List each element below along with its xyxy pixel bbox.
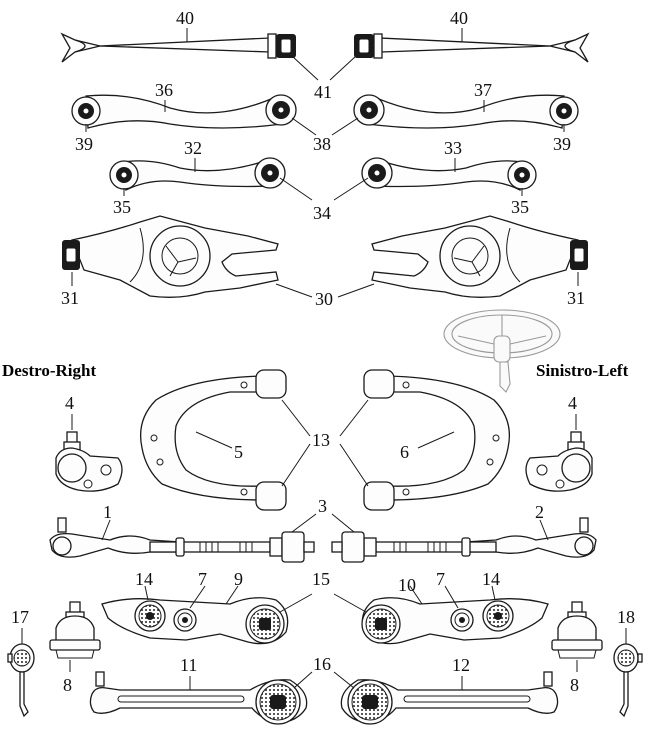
leader-38-b (331, 117, 359, 136)
label-7-left: 7 (198, 569, 207, 589)
leader-5 (195, 431, 233, 449)
label-11: 11 (180, 655, 197, 675)
arm-10 (361, 597, 549, 645)
arm-12 (340, 671, 559, 725)
label-7-right: 7 (436, 569, 445, 589)
leader-6 (417, 431, 455, 449)
leader-15 (279, 593, 367, 613)
label-36: 36 (155, 80, 173, 100)
link-32 (109, 157, 286, 192)
label-15: 15 (312, 569, 330, 589)
ball-joint-4-left (55, 431, 123, 492)
label-9: 9 (234, 569, 243, 589)
leader-38 (291, 117, 317, 136)
label-13: 13 (312, 430, 330, 450)
label-34: 34 (313, 203, 331, 223)
label-5: 5 (234, 442, 243, 462)
label-39-left: 39 (75, 134, 93, 154)
leader-16 (293, 671, 355, 689)
lower-arm-30-left (62, 215, 279, 298)
stabilizer-link-18 (613, 643, 643, 718)
steering-wheel-icon (443, 309, 561, 393)
label-4-left: 4 (65, 393, 74, 413)
leaders-arms (144, 585, 496, 609)
label-destro-right: Destro-Right (2, 361, 96, 380)
link-40-right (354, 32, 590, 63)
tie-rod-1 (49, 517, 315, 563)
ball-joint-4-right (525, 431, 593, 492)
label-8-left: 8 (63, 675, 72, 695)
label-10: 10 (398, 575, 416, 595)
label-2: 2 (535, 502, 544, 522)
label-6: 6 (400, 442, 409, 462)
label-17: 17 (11, 607, 29, 627)
leader-2 (539, 519, 549, 541)
label-35-right: 35 (511, 197, 529, 217)
label-12: 12 (452, 655, 470, 675)
label-8-right: 8 (570, 675, 579, 695)
leader-41-left (291, 55, 319, 81)
leader-30-left (275, 283, 313, 298)
wishbone-5 (139, 369, 287, 511)
ball-joint-8-right (551, 601, 603, 659)
leader-34-right (333, 177, 369, 201)
label-40-left: 40 (176, 8, 194, 28)
leader-41-right (329, 55, 357, 81)
label-4-right: 4 (568, 393, 577, 413)
stabilizer-link-17 (7, 643, 35, 718)
wishbone-6 (363, 369, 511, 511)
link-37 (353, 94, 579, 129)
label-3: 3 (318, 496, 327, 516)
leader-13 (281, 399, 369, 487)
label-sinistro-left: Sinistro-Left (536, 361, 629, 380)
label-14-left: 14 (135, 569, 153, 589)
label-16: 16 (313, 654, 331, 674)
link-40-left (60, 32, 296, 63)
label-31-right: 31 (567, 288, 585, 308)
label-38: 38 (313, 134, 331, 154)
label-1: 1 (103, 502, 112, 522)
label-35-left: 35 (113, 197, 131, 217)
label-18: 18 (617, 607, 635, 627)
label-39-right: 39 (553, 134, 571, 154)
arm-11 (89, 671, 308, 725)
leader-34-left (279, 177, 313, 201)
label-31-left: 31 (61, 288, 79, 308)
label-33: 33 (444, 138, 462, 158)
leader-3 (291, 513, 355, 533)
label-30: 30 (315, 289, 333, 309)
ball-joint-8-left (49, 601, 101, 659)
label-37: 37 (474, 80, 492, 100)
tie-rod-2 (331, 517, 597, 563)
leader-30-right (337, 283, 375, 298)
link-33 (361, 157, 537, 192)
label-40-right: 40 (450, 8, 468, 28)
arm-9 (101, 597, 289, 645)
lower-arm-30-right (371, 215, 588, 298)
label-14-right: 14 (482, 569, 500, 589)
link-36 (71, 94, 297, 129)
label-32: 32 (184, 138, 202, 158)
leader-1 (101, 519, 111, 541)
label-41: 41 (314, 82, 332, 102)
